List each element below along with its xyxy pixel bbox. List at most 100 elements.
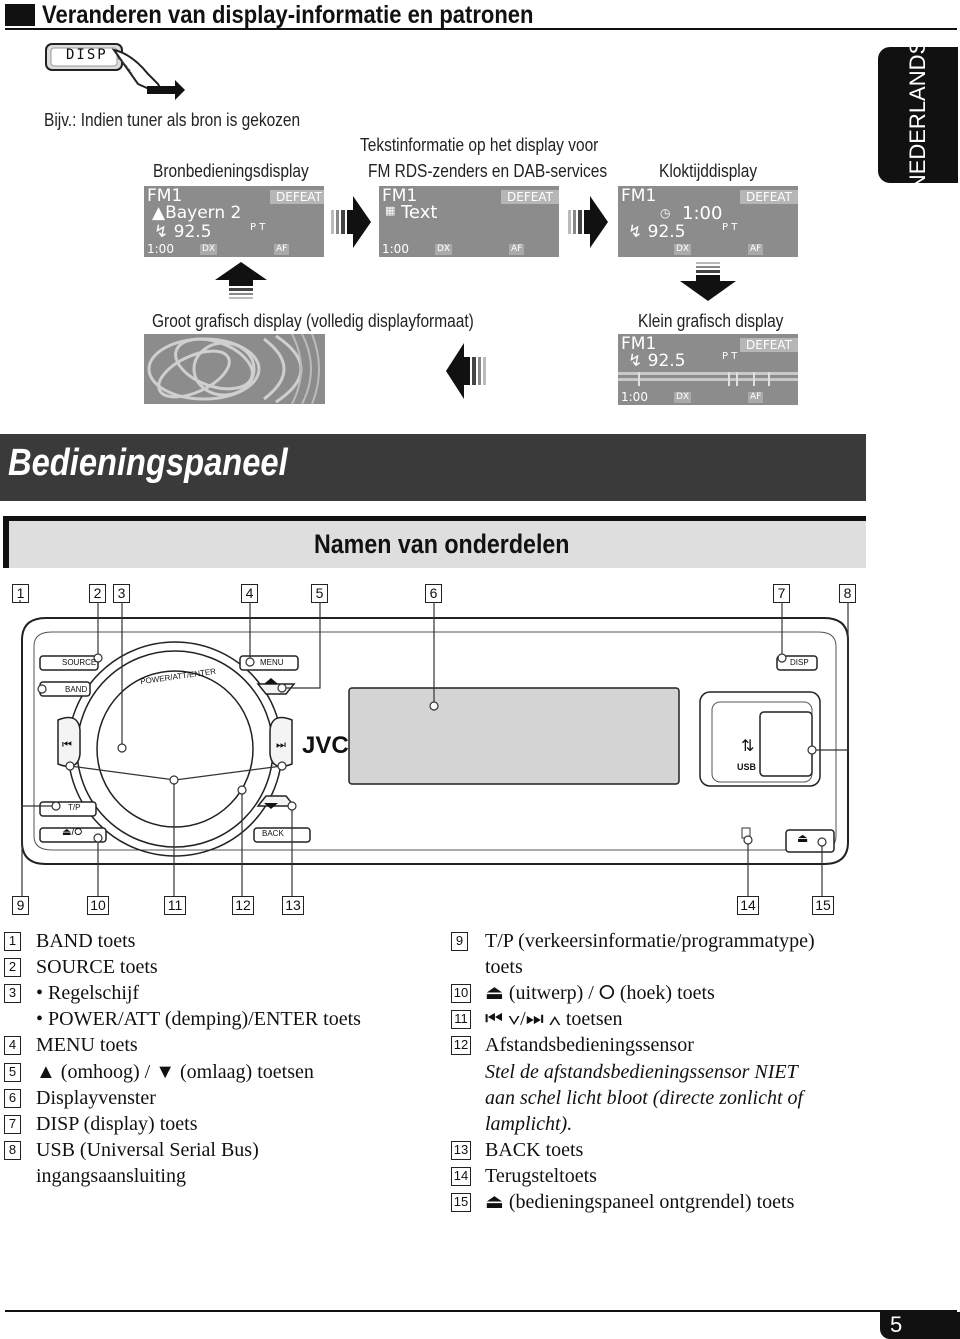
lcd-pty: P T xyxy=(722,351,738,362)
page-number: 5 xyxy=(890,1312,903,1337)
legend-item-text: ⏏ (bedieningspaneel ontgrendel) toets xyxy=(485,1191,795,1213)
lcd-freq: 92.5 xyxy=(647,351,686,371)
lcd-freq-line: ↯ 92.5 xyxy=(628,351,686,371)
panel-eject-label: ⏏/⭘ xyxy=(62,827,83,838)
panel-back-label: BACK xyxy=(262,829,284,838)
lcd-af: AF xyxy=(274,244,290,255)
graphic-tick xyxy=(638,372,640,386)
caption-small-graphic: Klein grafisch display xyxy=(638,311,784,331)
legend-item-text: T/P (verkeersinformatie/programmatype) xyxy=(485,930,815,952)
legend-number: 5 xyxy=(4,1062,21,1082)
control-panel-drawing xyxy=(19,600,849,896)
caption-source-display: Bronbedieningsdisplay xyxy=(153,161,309,181)
arrow-right-icon xyxy=(568,196,608,248)
lcd-text-display: FM1 DEFEAT ▦ Text 1:00 DX AF xyxy=(379,186,559,257)
jvc-logo: JVC xyxy=(302,732,349,759)
panel-band-label: BAND xyxy=(65,685,88,694)
callout-13: 13 xyxy=(282,896,304,915)
legend-item-text: Terugsteltoets xyxy=(485,1164,597,1187)
panel-disp-label: DISP xyxy=(790,658,809,667)
prev-track-icon: ⏮ xyxy=(62,739,72,751)
caption-text-info-2: FM RDS-zenders en DAB-services xyxy=(368,161,608,181)
caption-big-graphic: Groot grafisch display (volledig display… xyxy=(152,311,474,331)
subsection-title: Namen van onderdelen xyxy=(314,529,570,559)
footer-rule xyxy=(5,1310,957,1312)
legend-number: 15 xyxy=(451,1193,471,1212)
lcd-defeat: DEFEAT xyxy=(501,190,559,204)
lcd-af: AF xyxy=(748,244,764,255)
lcd-clock-large: 1:00 xyxy=(682,203,723,224)
callout-5: 5 xyxy=(311,584,328,603)
lcd-af: AF xyxy=(509,244,525,255)
legend-item-text: aan schel licht bloot (directe zonlicht … xyxy=(485,1086,804,1109)
section-band: Bedieningspaneel xyxy=(0,434,866,501)
legend-number: 12 xyxy=(451,1036,471,1056)
caption-clock-display: Kloktijddisplay xyxy=(659,161,758,181)
legend-item-text: Displayvenster xyxy=(36,1086,156,1109)
legend-item-text: toets xyxy=(485,956,523,979)
legend-number: 2 xyxy=(4,958,21,978)
legend-item-text: MENU toets xyxy=(36,1034,138,1057)
lcd-freq: 92.5 xyxy=(173,222,212,242)
callout-15: 15 xyxy=(812,896,834,915)
lcd-clock: 1:00 xyxy=(621,390,648,404)
lcd-clock: 1:00 xyxy=(382,242,409,256)
lcd-band: FM1 xyxy=(147,186,183,206)
page-number-tab: 5 xyxy=(880,1312,960,1339)
panel-usb-label: USB xyxy=(737,762,757,772)
legend-number: 3 xyxy=(4,984,21,1004)
legend-number: 7 xyxy=(4,1114,21,1134)
legend-item-text: lamplicht). xyxy=(485,1112,573,1135)
legend-item-text: ingangsaansluiting xyxy=(36,1164,186,1187)
legend-item-text: Stel de afstandsbedieningssensor NIET xyxy=(485,1060,798,1083)
callout-6: 6 xyxy=(425,584,442,603)
panel-source-label: SOURCE xyxy=(62,658,97,667)
panel-tp-label: T/P xyxy=(68,803,81,812)
arrow-down-icon xyxy=(680,262,736,301)
legend-item-text: SOURCE toets xyxy=(36,956,158,979)
legend-number: 10 xyxy=(451,984,471,1004)
page-title: Veranderen van display-informatie en pat… xyxy=(42,1,534,29)
legend-item-text: BACK toets xyxy=(485,1138,584,1161)
usb-icon: ⇅ xyxy=(741,738,755,755)
legend-number: 8 xyxy=(4,1140,21,1160)
lcd-pty: P T xyxy=(250,222,266,233)
lcd-source-display: FM1 DEFEAT ▲Bayern 2 ↯ 92.5 P T 1:00 DX … xyxy=(144,186,324,257)
graphic-tick xyxy=(736,372,738,386)
lcd-dx: DX xyxy=(674,392,692,403)
legend-item-text: • POWER/ATT (demping)/ENTER toets xyxy=(36,1008,361,1031)
callout-9: 9 xyxy=(12,896,29,915)
legend-number: 1 xyxy=(4,932,21,951)
lcd-text: Text xyxy=(401,202,438,223)
graphic-bar xyxy=(618,378,798,381)
language-tab: NEDERLANDS xyxy=(878,40,958,190)
legend-item-text: • Regelschijf xyxy=(36,982,140,1005)
callout-4: 4 xyxy=(241,584,258,603)
lcd-small-graphic: FM1 DEFEAT ↯ 92.5 P T 1:00 DX AF xyxy=(618,334,798,405)
legend-item-text: Afstandsbedieningssensor xyxy=(485,1034,694,1057)
lcd-band: FM1 xyxy=(621,186,657,206)
lcd-clock: 1:00 xyxy=(147,242,174,256)
lcd-dx: DX xyxy=(674,244,692,255)
section-title: Bedieningspaneel xyxy=(8,442,288,484)
legend-number: 6 xyxy=(4,1088,21,1108)
legend-number: 4 xyxy=(4,1036,21,1056)
legend-item-text: ⏮ ∨/⏭ ∧ toetsen xyxy=(485,1008,623,1031)
lcd-dx: DX xyxy=(200,244,218,255)
graphic-tick xyxy=(768,372,770,386)
clock-icon: ◷ xyxy=(660,206,671,220)
subsection-band: Namen van onderdelen xyxy=(3,516,866,568)
example-note: Bijv.: Indien tuner als bron is gekozen xyxy=(44,110,301,130)
panel-menu-label: MENU xyxy=(260,658,284,667)
lcd-station-line: ▲Bayern 2 xyxy=(152,203,242,223)
lcd-freq: 92.5 xyxy=(647,222,686,242)
legend-item-text: BAND toets xyxy=(36,930,136,952)
lcd-freq-line: ↯ 92.5 xyxy=(628,222,686,242)
graphic-tick xyxy=(728,372,730,386)
arrow-up-icon xyxy=(215,262,267,299)
caption-text-info-1: Tekstinformatie op het display voor xyxy=(360,135,599,155)
legend-number: 13 xyxy=(451,1140,471,1160)
lcd-defeat: DEFEAT xyxy=(740,338,798,352)
legend-item-text: ⏏ (uitwerp) / ⭘ (hoek) toets xyxy=(485,982,715,1005)
disp-button-label: DISP xyxy=(66,47,108,63)
